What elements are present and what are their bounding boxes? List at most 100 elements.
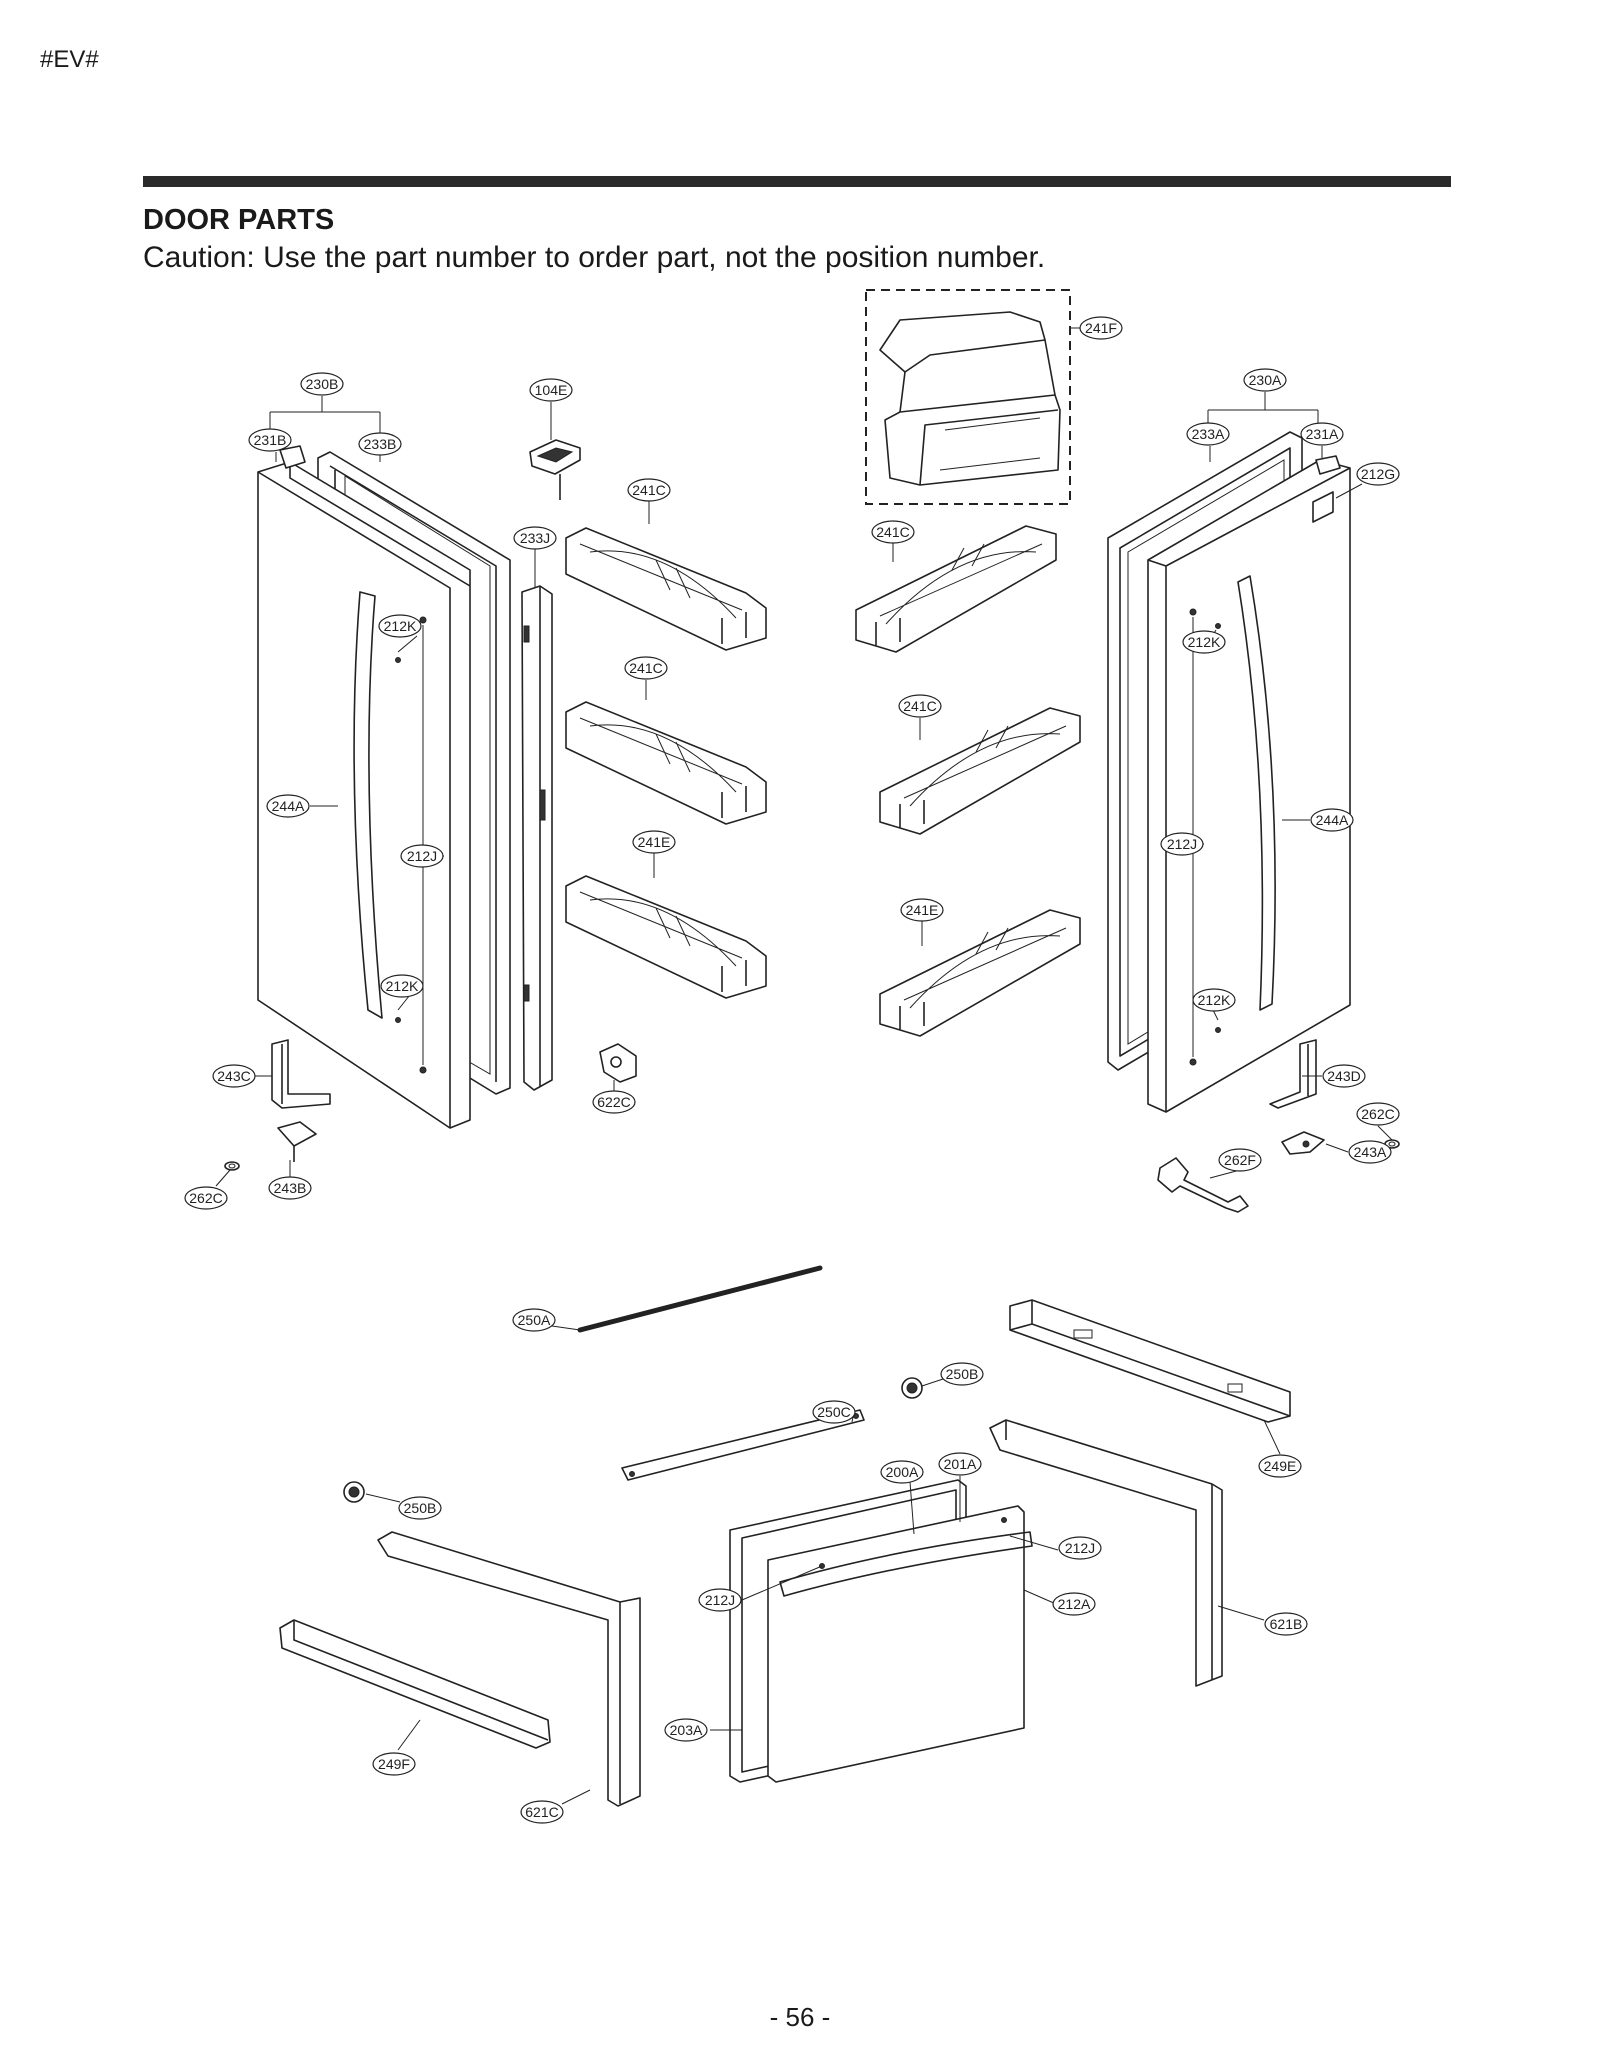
callout-bubble bbox=[624, 656, 668, 680]
callout-241c: 241C bbox=[898, 694, 942, 718]
part-250b-gear-left bbox=[343, 1481, 365, 1503]
callout-bubble bbox=[627, 478, 671, 502]
callout-230a: 230A bbox=[1243, 368, 1287, 392]
callout-bubble bbox=[520, 1800, 564, 1824]
callout-249f: 249F bbox=[372, 1752, 416, 1776]
door-bin-241c-left-middle bbox=[565, 701, 767, 825]
callout-bubble bbox=[698, 1588, 742, 1612]
part-250a-rod bbox=[577, 1265, 823, 1333]
callout-bubble bbox=[632, 830, 676, 854]
callout-label: 244A bbox=[1316, 812, 1349, 828]
part-249f-slide-rail bbox=[279, 1619, 551, 1749]
callout-label: 250B bbox=[946, 1366, 979, 1382]
part-622c-cover bbox=[599, 1043, 637, 1083]
door-bins bbox=[565, 525, 1081, 1037]
callout-bubble bbox=[398, 1496, 442, 1520]
callout-212k: 212K bbox=[1182, 630, 1226, 654]
callout-bubble bbox=[1079, 316, 1123, 340]
callout-231a: 231A bbox=[1300, 422, 1344, 446]
door-bin-241e-right-bottom bbox=[879, 909, 1081, 1037]
callout-249e: 249E bbox=[1258, 1454, 1302, 1478]
callout-250c: 250C bbox=[812, 1400, 856, 1424]
callout-243b: 243B bbox=[268, 1176, 312, 1200]
callout-label: 241C bbox=[629, 660, 662, 676]
callout-212k: 212K bbox=[378, 614, 422, 638]
callout-label: 231B bbox=[254, 432, 287, 448]
callout-bubble bbox=[1258, 1454, 1302, 1478]
door-bin-241c-right-top bbox=[855, 525, 1057, 653]
callout-bubble bbox=[812, 1400, 856, 1424]
callout-label: 104E bbox=[535, 382, 568, 398]
callout-212j: 212J bbox=[698, 1588, 742, 1612]
callout-bubble bbox=[268, 1176, 312, 1200]
callout-bubble bbox=[898, 694, 942, 718]
callout-label: 233B bbox=[364, 436, 397, 452]
callout-bubble bbox=[1356, 462, 1400, 486]
callout-label: 249F bbox=[378, 1756, 410, 1772]
callout-bubble bbox=[1356, 1102, 1400, 1126]
callout-label: 250B bbox=[404, 1500, 437, 1516]
callout-212j: 212J bbox=[400, 844, 444, 868]
callout-241e: 241E bbox=[632, 830, 676, 854]
callout-bubble bbox=[940, 1362, 984, 1386]
callout-bubble bbox=[184, 1186, 228, 1210]
callout-label: 241C bbox=[876, 524, 909, 540]
part-right-door bbox=[1107, 431, 1351, 1113]
callout-bubble bbox=[871, 520, 915, 544]
callout-241c: 241C bbox=[871, 520, 915, 544]
callout-200a: 200A bbox=[880, 1460, 924, 1484]
callout-bubble bbox=[1218, 1148, 1262, 1172]
callout-label: 243B bbox=[274, 1180, 307, 1196]
callout-label: 243D bbox=[1327, 1068, 1360, 1084]
callout-bubble bbox=[300, 372, 344, 396]
callout-bubble bbox=[1243, 368, 1287, 392]
callout-bubble bbox=[378, 614, 422, 638]
callout-bubble bbox=[1264, 1612, 1308, 1636]
callout-label: 250C bbox=[817, 1404, 850, 1420]
document-code: #EV# bbox=[40, 46, 99, 73]
callout-104e: 104E bbox=[529, 378, 573, 402]
callout-bubble bbox=[1322, 1064, 1366, 1088]
part-241f-bin-inset bbox=[865, 289, 1071, 505]
part-250b-gear-right bbox=[901, 1377, 923, 1399]
callout-212a: 212A bbox=[1052, 1592, 1096, 1616]
callout-label: 212K bbox=[1198, 992, 1231, 1008]
callout-label: 262C bbox=[1361, 1106, 1394, 1122]
part-left-door bbox=[257, 445, 511, 1129]
callout-label: 212K bbox=[386, 978, 419, 994]
callout-label: 230B bbox=[306, 376, 339, 392]
callout-bubble bbox=[938, 1452, 982, 1476]
door-bin-241e-left-bottom bbox=[565, 875, 767, 999]
callout-241c: 241C bbox=[627, 478, 671, 502]
callout-230b: 230B bbox=[300, 372, 344, 396]
callout-label: 230A bbox=[1249, 372, 1282, 388]
part-243a-hinge bbox=[1281, 1131, 1325, 1155]
callout-203a: 203A bbox=[664, 1718, 708, 1742]
callout-label: 244A bbox=[272, 798, 305, 814]
callout-250a: 250A bbox=[512, 1308, 556, 1332]
callout-label: 622C bbox=[597, 1094, 630, 1110]
callout-label: 203A bbox=[670, 1722, 703, 1738]
part-621c-bracket bbox=[377, 1531, 641, 1807]
callout-label: 249E bbox=[1264, 1458, 1297, 1474]
callout-622c: 622C bbox=[592, 1090, 636, 1114]
callout-bubble bbox=[592, 1090, 636, 1114]
callout-label: 241E bbox=[906, 902, 939, 918]
callout-262c: 262C bbox=[1356, 1102, 1400, 1126]
callout-244a: 244A bbox=[266, 794, 310, 818]
part-249e-slide-rail bbox=[1009, 1299, 1291, 1423]
door-bin-241c-right-middle bbox=[879, 707, 1081, 835]
callout-label: 262F bbox=[1224, 1152, 1256, 1168]
callout-233b: 233B bbox=[358, 432, 402, 456]
callout-label: 241F bbox=[1085, 320, 1117, 336]
callout-label: 212K bbox=[384, 618, 417, 634]
callout-label: 621C bbox=[525, 1804, 558, 1820]
callout-bubble bbox=[1052, 1592, 1096, 1616]
callout-bubble bbox=[358, 432, 402, 456]
callout-label: 241C bbox=[903, 698, 936, 714]
callout-label: 243A bbox=[1354, 1144, 1387, 1160]
part-233j-mullion bbox=[521, 585, 553, 1091]
callout-label: 212J bbox=[1167, 836, 1197, 852]
callout-621c: 621C bbox=[520, 1800, 564, 1824]
callout-bubble bbox=[512, 1308, 556, 1332]
